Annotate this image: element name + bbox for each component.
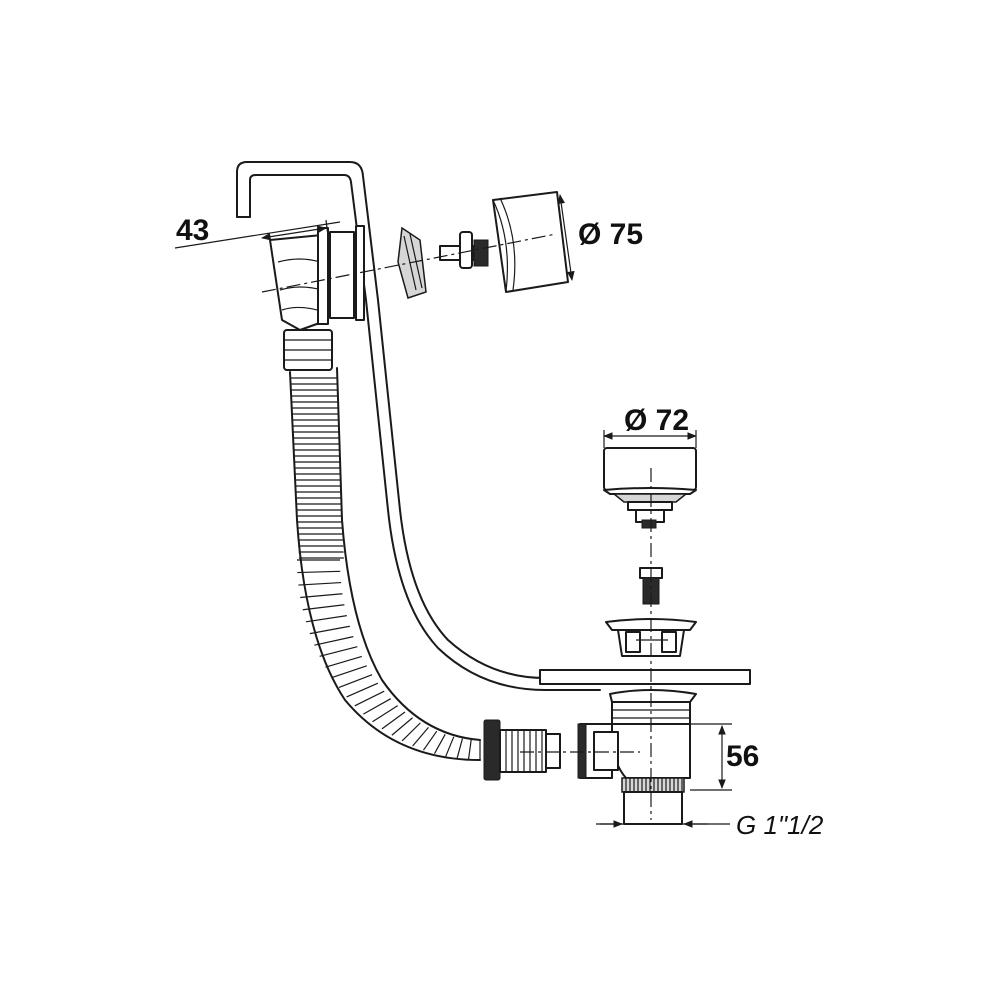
detail-line <box>302 604 345 611</box>
dimension-43-label: 43 <box>176 214 209 247</box>
detail-line <box>354 690 385 707</box>
detail-line <box>412 726 429 747</box>
dimension-plug-diameter: Ø 72 <box>603 404 697 448</box>
detail-line <box>305 615 347 623</box>
overflow-flange <box>317 225 365 325</box>
detail-line <box>363 698 392 715</box>
overflow-cover <box>492 191 569 293</box>
detail-line <box>298 581 342 586</box>
detail-line <box>346 682 379 698</box>
detail-line <box>309 625 350 635</box>
dimension-56: 56 <box>690 723 759 791</box>
detail-line <box>319 646 358 657</box>
detail-line <box>401 722 421 742</box>
detail-line <box>445 736 455 757</box>
detail-line <box>456 738 464 759</box>
detail-line <box>467 739 472 760</box>
waste-body <box>577 689 697 825</box>
overflow-elbow <box>269 234 333 371</box>
plug-cap <box>603 447 697 529</box>
detail-line <box>300 593 343 599</box>
corrugated-hose <box>289 367 481 761</box>
control-cable-tube <box>236 161 601 691</box>
dimension-thread: G 1"1/2 <box>596 810 824 840</box>
dimension-43: 43 <box>174 214 341 249</box>
detail-line <box>381 711 406 730</box>
detail-line <box>314 636 354 646</box>
detail-line <box>433 734 446 755</box>
detail-line <box>325 655 362 668</box>
drain-strainer <box>605 618 697 657</box>
detail-line <box>391 717 413 736</box>
detail-line <box>338 674 373 689</box>
hose-connector <box>483 719 561 781</box>
dimension-plug-diameter-label: Ø 72 <box>624 404 689 437</box>
detail-line <box>331 665 367 679</box>
bath-floor-plate <box>539 669 751 685</box>
dimension-cover-diameter-label: Ø 75 <box>578 218 643 251</box>
dimension-thread-label: G 1"1/2 <box>736 810 824 840</box>
detail-line <box>297 570 341 574</box>
detail-line <box>422 730 438 751</box>
detail-line <box>372 705 399 723</box>
dimension-cover-diameter: Ø 75 <box>557 194 643 281</box>
dimension-56-label: 56 <box>726 740 759 773</box>
